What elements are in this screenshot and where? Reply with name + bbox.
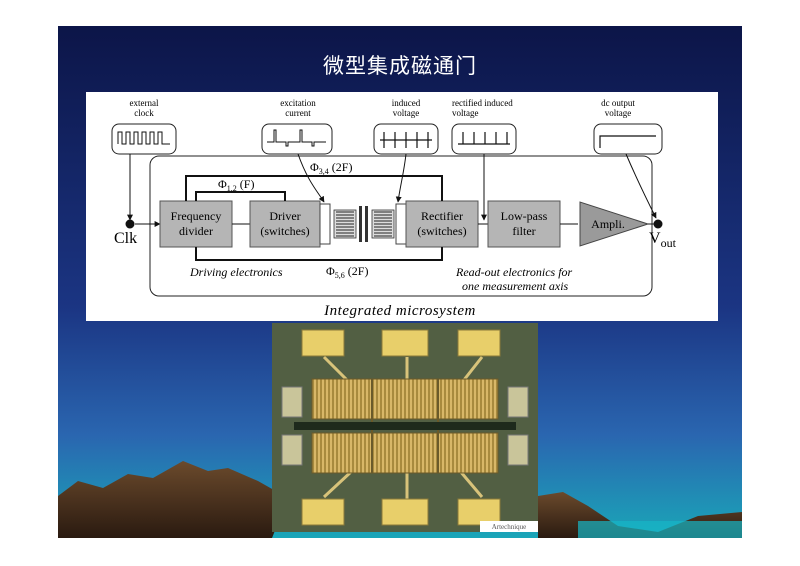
phi34-label: Φ3,4 (2F): [310, 160, 352, 176]
driver-label-1: Driver: [269, 209, 300, 223]
rectifier-label-2: (switches): [417, 224, 466, 238]
driver-label-2: (switches): [260, 224, 309, 238]
phi12-label: Φ1,2 (F): [218, 177, 254, 193]
driving-electronics-label: Driving electronics: [189, 265, 283, 279]
block-diagram-svg: external clock excitation current induce…: [111, 98, 677, 319]
label-dc-output-2: voltage: [605, 108, 632, 118]
chip-pad-top-center: [381, 329, 429, 357]
readout-label-2: one measurement axis: [462, 279, 569, 293]
low-pass-filter-label-1: Low-pass: [501, 209, 548, 223]
sea: [578, 521, 742, 538]
waveform-clock: [111, 123, 177, 155]
slide-title: 微型集成磁通门: [323, 54, 477, 78]
label-dc-output-1: dc output: [601, 98, 635, 108]
chip-pad-bottom-center: [381, 498, 429, 526]
driver-connector: [319, 203, 331, 245]
waveform-excitation: [261, 123, 333, 155]
waveform-induced: [373, 123, 439, 155]
vout-terminal: [653, 219, 663, 229]
integrated-microsystem-label: Integrated microsystem: [323, 303, 476, 319]
label-induced-voltage-2: voltage: [393, 108, 420, 118]
phi12-line: [195, 191, 286, 201]
chip-pad-bottom-right: [457, 498, 501, 526]
phi34-line: [185, 175, 443, 201]
chip-side-left-top: [281, 386, 303, 418]
chip-coil-array-top: [311, 378, 499, 420]
chip-side-right-top: [507, 386, 529, 418]
chip-pad-top-right: [457, 329, 501, 357]
chip-side-left-bottom: [281, 434, 303, 466]
waveform-rectified: [451, 123, 517, 155]
chip-side-right-bottom: [507, 434, 529, 466]
frequency-divider-label-1: Frequency: [171, 209, 222, 223]
chip-coil-array-bottom: [311, 432, 499, 474]
readout-label-1: Read-out electronics for: [455, 265, 573, 279]
amplifier-triangle: [579, 201, 650, 247]
vout-label: Vout: [649, 230, 677, 250]
frequency-divider-label-2: divider: [179, 224, 213, 238]
label-external-clock-2: clock: [134, 108, 154, 118]
low-pass-filter-label-2: filter: [512, 224, 535, 238]
rectifier-label-1: Rectifier: [421, 209, 463, 223]
label-induced-voltage-1: induced: [392, 98, 421, 108]
label-rectified-induced-2: voltage: [452, 108, 479, 118]
rectifier-connector: [395, 203, 407, 245]
chip-traces: [322, 355, 484, 499]
chip-magnetic-core: [294, 422, 516, 430]
watermark-text: Artechnique: [492, 523, 527, 531]
chip-pad-bottom-left: [301, 498, 345, 526]
phi56-label: Φ5,6 (2F): [326, 264, 368, 280]
slide: 微型集成磁通门 external clock excitation curren…: [58, 26, 742, 538]
pointer-induced: [395, 153, 407, 203]
label-external-clock-1: external: [130, 98, 159, 108]
pointer-dc-output: [625, 153, 657, 219]
low-pass-filter-block: [487, 200, 561, 248]
pointer-excitation: [297, 153, 325, 203]
system-frame: [149, 155, 653, 297]
chip-photo: Artechnique: [272, 323, 538, 532]
core-bar-left: [359, 206, 362, 242]
core-bar-right: [365, 206, 368, 242]
label-rectified-induced-1: rectified induced: [452, 98, 513, 108]
amplifier-label: Ampli.: [591, 217, 625, 231]
phi56-line: [195, 247, 443, 261]
pickup-coil: [371, 209, 395, 239]
mountain-left: [58, 461, 288, 538]
watermark-bg: [480, 521, 538, 532]
waveform-dc-output: [593, 123, 663, 155]
chip-pad-top-left: [301, 329, 345, 357]
driver-block: [249, 200, 321, 248]
label-excitation-current-1: excitation: [280, 98, 316, 108]
clk-label: Clk: [114, 230, 137, 247]
excitation-coil: [333, 209, 357, 239]
clk-terminal: [125, 219, 135, 229]
label-excitation-current-2: current: [285, 108, 311, 118]
block-diagram: external clock excitation current induce…: [86, 92, 718, 321]
